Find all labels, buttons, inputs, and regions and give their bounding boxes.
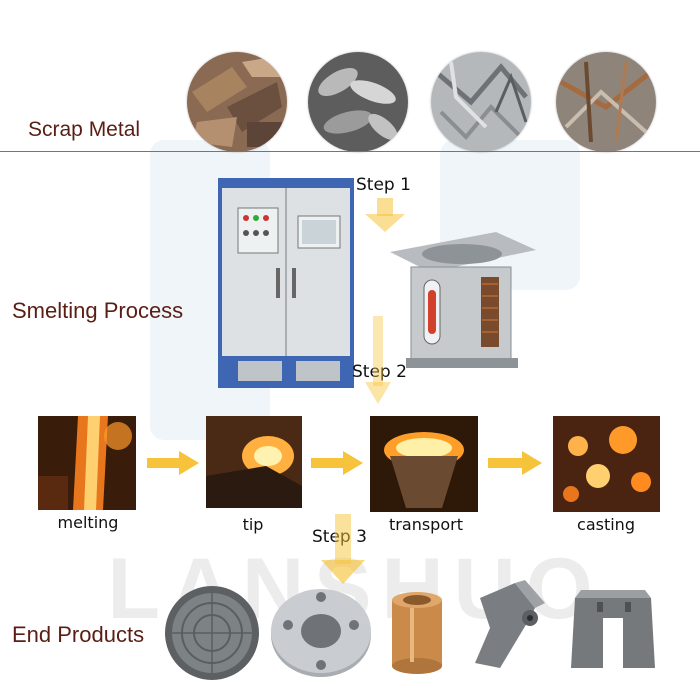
arrow-melting-to-tip bbox=[147, 451, 199, 475]
step-2-label: Step 2 bbox=[352, 362, 407, 382]
control-cabinet bbox=[218, 178, 354, 388]
transport-image bbox=[370, 416, 478, 512]
step-1-label: Step 1 bbox=[356, 175, 411, 195]
smelting-process-label: Smelting Process bbox=[12, 298, 184, 323]
bracket-product bbox=[475, 580, 545, 668]
melting-caption: melting bbox=[57, 513, 119, 532]
scrap-metal-label: Scrap Metal bbox=[28, 118, 141, 141]
transport-caption: transport bbox=[389, 515, 463, 534]
end-products-label: End Products bbox=[12, 622, 145, 647]
scrap-image-1 bbox=[187, 52, 287, 152]
tip-image bbox=[206, 416, 302, 508]
block-product bbox=[571, 590, 655, 668]
manhole-cover-product bbox=[165, 586, 259, 680]
tip-caption: tip bbox=[242, 515, 264, 534]
step-1-arrow bbox=[365, 198, 405, 232]
melting-image bbox=[38, 416, 136, 510]
induction-furnace bbox=[390, 232, 536, 368]
casting-caption: casting bbox=[577, 515, 635, 534]
bushing-product bbox=[392, 592, 442, 674]
step-2-arrow bbox=[365, 316, 391, 404]
step-3-arrow bbox=[321, 514, 365, 584]
scrap-image-3 bbox=[431, 52, 531, 152]
scrap-image-4 bbox=[556, 52, 656, 152]
flange-product bbox=[271, 589, 371, 677]
section-divider bbox=[0, 151, 700, 152]
scrap-image-2 bbox=[308, 52, 408, 152]
arrow-tip-to-transport bbox=[311, 451, 363, 475]
casting-image bbox=[553, 416, 660, 512]
arrow-transport-to-casting bbox=[488, 451, 542, 475]
